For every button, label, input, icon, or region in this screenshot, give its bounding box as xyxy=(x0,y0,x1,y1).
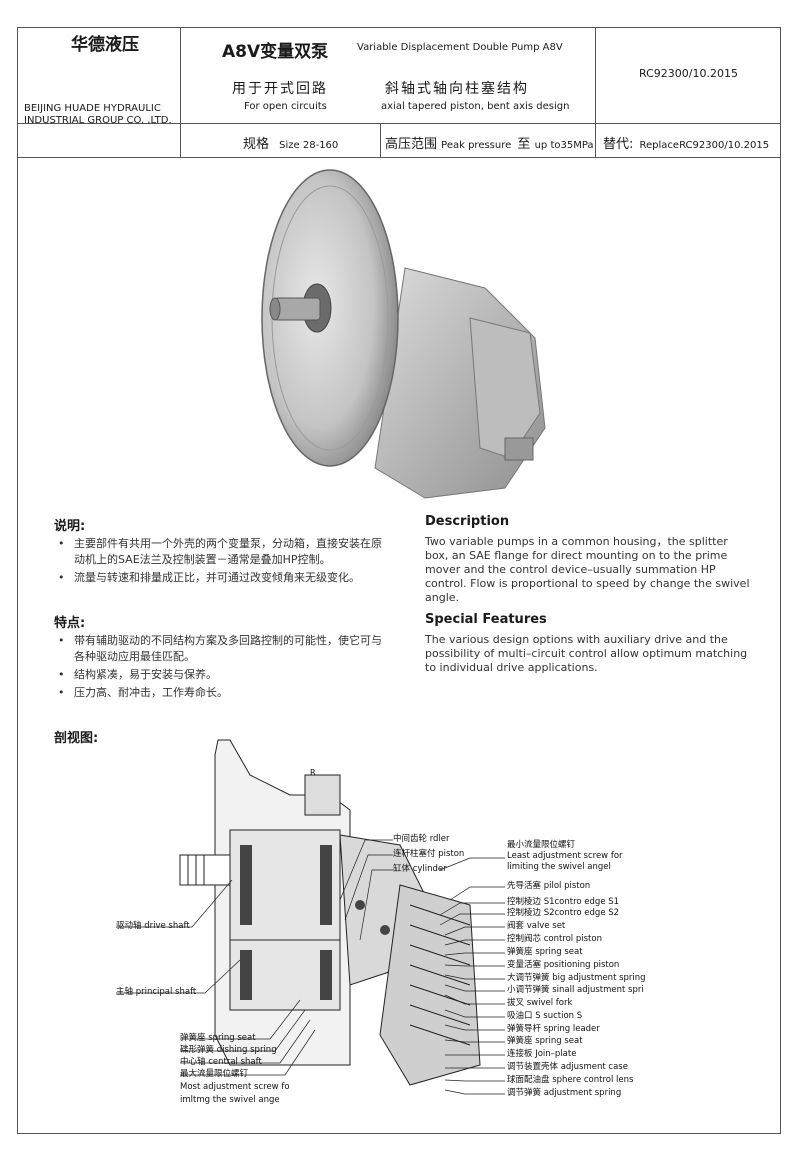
list-item: •流量与转速和排量成正比，并可通过改变倾角来无级变化。 xyxy=(58,571,360,584)
company-name-cn: 华德液压 xyxy=(71,35,139,55)
pressure-cell: 高压范围 Peak pressure 至 up to35MPa xyxy=(385,133,594,152)
callout-join-plate: 连接板 Join–plate xyxy=(507,1049,577,1059)
callout-dishing-spring: 碟形弹簧 dishing spring xyxy=(180,1045,277,1055)
callout-spring-seat: 弹簧座 spring seat xyxy=(180,1033,256,1043)
replace-label: 替代: xyxy=(603,137,634,152)
callout-min-screw-cn: 最小流量限位螺钉 xyxy=(507,840,576,850)
callout-min-screw-en1: Least adjustment screw for xyxy=(507,851,623,861)
callout-adjustment-spring: 调节弹簧 adjustment spring xyxy=(507,1088,622,1098)
callout-max-screw-en2: imltmg the swivel ange xyxy=(180,1095,280,1105)
pressure-value: up to35MPa xyxy=(534,140,594,151)
pressure-to: 至 xyxy=(517,137,531,152)
callout-central-shaft: 中心轴 central shaft xyxy=(180,1057,262,1067)
page-frame xyxy=(17,27,781,1134)
replace-value: ReplaceRC92300/10.2015 xyxy=(639,140,770,151)
callout-swivel-fork: 拔叉 swivel fork xyxy=(507,998,573,1008)
pump-product-image xyxy=(261,169,546,499)
description-en-text: Two variable pumps in a common housing，t… xyxy=(425,535,750,604)
callout-max-screw-cn: 最大流量限位螺钉 xyxy=(180,1069,249,1079)
callout-control-edge-s2: 控制棱边 S2contro edge S2 xyxy=(507,908,620,918)
callout-suction: 吸油口 S suction S xyxy=(507,1011,583,1021)
callout-spring-seat-right: 弹簧座 spring seat xyxy=(507,947,583,957)
callout-min-screw-en2: limiting the swivel angel xyxy=(507,862,611,872)
callout-principal-shaft: 主轴 principal shaft xyxy=(116,987,197,997)
document-code: RC92300/10.2015 xyxy=(639,67,738,80)
description-cn-title: 说明: xyxy=(54,519,86,534)
callout-big-spring: 大调节弹簧 big adjustment spring xyxy=(507,973,646,983)
callout-control-piston: 控制阀芯 control piston xyxy=(507,934,602,944)
list-item: •主要部件有共用一个外壳的两个变量泵，分动箱，直接安装在原动机上的SAE法兰及控… xyxy=(58,537,382,566)
spec-value: Size 28-160 xyxy=(279,140,339,151)
callout-control-edge-s1: 控制棱边 S1contro edge S1 xyxy=(507,897,620,907)
company-name-en: BEIJING HUADE HYDRAULIC INDUSTRIAL GROUP… xyxy=(24,103,172,126)
design-type-en: axial tapered piston, bent axis design xyxy=(381,101,570,112)
callout-adjusment-case: 调节装置壳体 adjusment case xyxy=(507,1062,628,1072)
list-item: •带有辅助驱动的不同结构方案及多回路控制的可能性，使它可与各种驱动应用最佳匹配。 xyxy=(58,634,382,663)
callout-spring-seat-right-2: 弹簧座 spring seat xyxy=(507,1036,583,1046)
design-type-cn: 斜轴式轴向柱塞结构 xyxy=(385,81,529,97)
replace-cell: 替代: ReplaceRC92300/10.2015 xyxy=(603,133,769,152)
list-item: •结构紧凑，易于安装与保养。 xyxy=(58,668,217,681)
circuit-type-en: For open circuits xyxy=(244,101,327,112)
circuit-type-cn: 用于开式回路 xyxy=(232,81,328,97)
spec-cell: 规格 Size 28-160 xyxy=(243,133,338,152)
callout-small-spring: 小调节弹簧 sinall adjustment spri xyxy=(507,985,644,995)
sectional-drawing: R xyxy=(179,739,481,1086)
port-r-label: R xyxy=(310,768,316,777)
pressure-label-en: Peak pressure xyxy=(441,140,512,151)
callout-spring-leader: 弹簧导杆 spring leader xyxy=(507,1024,600,1034)
callout-pilot-piston: 先导活塞 pilol piston xyxy=(507,881,591,891)
sectional-view-title: 剖视图: xyxy=(54,731,99,746)
callout-valve-set: 阀套 valve set xyxy=(507,921,566,931)
callout-piston: 连杆柱塞付 piston xyxy=(393,849,465,859)
callout-max-screw-en1: Most adjustment screw fo xyxy=(180,1082,290,1092)
description-en-title: Description xyxy=(425,514,510,529)
product-title-en: Variable Displacement Double Pump A8V xyxy=(357,42,563,53)
features-cn-title: 特点: xyxy=(54,616,86,631)
callout-drive-shaft: 驱动轴 drive shaft xyxy=(116,921,190,931)
features-en-title: Special Features xyxy=(425,612,547,627)
description-cn-list: •主要部件有共用一个外壳的两个变量泵，分动箱，直接安装在原动机上的SAE法兰及控… xyxy=(54,536,389,588)
pressure-label-cn: 高压范围 xyxy=(385,137,438,152)
callout-idler: 中间齿轮 rdler xyxy=(393,834,450,844)
features-cn-list: •带有辅助驱动的不同结构方案及多回路控制的可能性，使它可与各种驱动应用最佳匹配。… xyxy=(54,633,389,703)
product-title-cn: A8V变量双泵 xyxy=(222,42,329,62)
callout-positioning-piston: 变量活塞 positioning piston xyxy=(507,960,620,970)
spec-label: 规格 xyxy=(243,137,270,152)
features-en-text: The various design options with auxiliar… xyxy=(425,633,748,674)
callout-sphere-lens: 球面配油盘 sphere control lens xyxy=(507,1075,634,1085)
callout-cylinder: 缸体 cylinder xyxy=(393,864,447,874)
list-item: •压力高、耐冲击，工作寿命长。 xyxy=(58,686,228,699)
